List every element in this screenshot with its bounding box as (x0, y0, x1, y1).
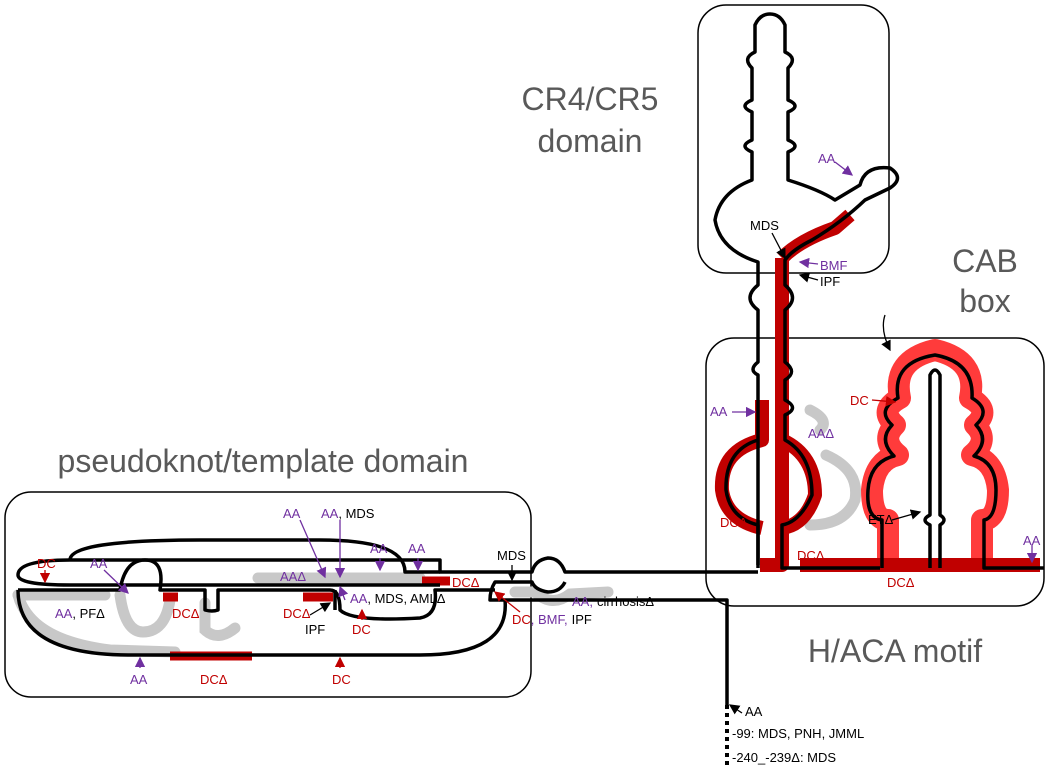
label-dcd-haca-left: DCΔ (720, 515, 748, 530)
label-dcd-haca-mid: DCΔ (797, 548, 825, 563)
label-aaa-pk: AAΔ (280, 569, 306, 584)
label-aa-tail: AA (745, 704, 763, 719)
label-dcd-pk-mid: DCΔ (283, 606, 311, 621)
label-dc-pk-mid: DC (352, 622, 371, 637)
label-aa-haca-right: AA (1023, 533, 1041, 548)
cab-box-title-line1: CAB (952, 243, 1018, 279)
label-aa-amld: AA, MDS, AMLΔ (350, 591, 446, 606)
haca-motif-title: H/ACA motif (808, 633, 982, 669)
label-dc-bmf-ipf-ipf: IPF (572, 612, 592, 627)
label-dc-cab: DC (850, 393, 869, 408)
label-mds-amld: , MDS, AMLΔ (367, 591, 445, 606)
arrows (39, 161, 1038, 715)
gray-shading (12, 404, 862, 658)
label-mds-junction: MDS (497, 548, 526, 563)
label-aa-pfd: AA, PFΔ (55, 606, 105, 621)
label-pfd: , PFΔ (72, 606, 105, 621)
label-aa-pk-bottom: AA (130, 672, 148, 687)
label-dc-bmf-ipf: DC, BMF, IPF (512, 612, 592, 627)
label-dcd-haca-bottom: DCΔ (887, 575, 915, 590)
label-aa-cirrhosis: AA, cirrhosisΔ (572, 594, 654, 609)
label-aa-top4: AA (408, 541, 426, 556)
cr4-cr5-title-line2: domain (538, 123, 643, 159)
label-dcd-pk-right: DCΔ (452, 575, 480, 590)
label-aa-cirr: AA, (572, 594, 593, 609)
label-dcd-pk-bottom: DCΔ (200, 672, 228, 687)
label-ipf-pk: IPF (305, 622, 325, 637)
label-mds-cr45: MDS (750, 218, 779, 233)
label-ipf-cr45: IPF (820, 274, 840, 289)
label-dc-pk-left: DC (37, 556, 56, 571)
label-aa-amld-aa: AA (350, 591, 368, 606)
label-aa-cr45: AA (818, 151, 836, 166)
label-dc-bmf-ipf-dc: DC (512, 612, 531, 627)
label-mds-top: , MDS (338, 506, 374, 521)
cr4-cr5-domain-box (697, 4, 890, 274)
label-tail-99: -99: MDS, PNH, JMML (732, 726, 864, 741)
label-bmf: BMF (820, 258, 848, 273)
label-aa-mds-top: AA, MDS (321, 506, 375, 521)
cab-box-title-line2: box (959, 283, 1011, 319)
label-dcd-pk-small: DCΔ (172, 606, 200, 621)
label-aaa-haca: AAΔ (808, 426, 834, 441)
label-aa-pk-left: AA (90, 556, 108, 571)
cr4-cr5-title-line1: CR4/CR5 (522, 81, 659, 117)
label-dc-pk-bottom: DC (332, 672, 351, 687)
label-aa-top2: AA (321, 506, 339, 521)
label-dc-bmf-ipf-bmf: , BMF, (531, 612, 568, 627)
haca-domain-box (705, 337, 1045, 607)
pseudoknot-domain-title: pseudoknot/template domain (58, 443, 469, 479)
label-et-cab: ETΔ (868, 512, 894, 527)
label-aa-top3: AA (370, 541, 388, 556)
label-aa-haca-left: AA (710, 404, 728, 419)
rna-backbone (16, 12, 1044, 705)
label-tail-240: -240_-239Δ: MDS (732, 750, 836, 765)
label-cirrhosis: cirrhosisΔ (597, 594, 654, 609)
label-aa-pfd-aa: AA (55, 606, 73, 621)
label-aa-top1: AA (283, 506, 301, 521)
